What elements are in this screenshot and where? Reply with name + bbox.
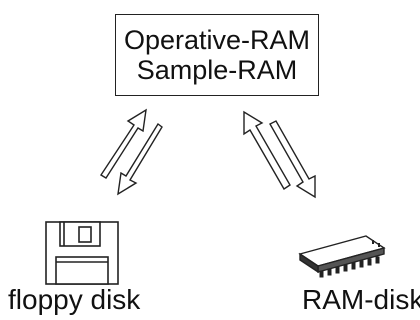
left-arrow-down — [117, 122, 163, 196]
right-double-arrow-icon — [243, 110, 316, 199]
right-arrow-up — [243, 110, 291, 190]
left-double-arrow-icon — [100, 108, 163, 196]
ram-box: Operative-RAM Sample-RAM — [115, 14, 319, 96]
floppy-disk-label: floppy disk — [8, 284, 141, 315]
right-arrow-down — [269, 120, 316, 199]
operative-ram-label: Operative-RAM — [123, 25, 311, 55]
ram-disk-label: RAM-disk — [302, 284, 420, 315]
left-arrow-up — [100, 108, 147, 179]
floppy-disk-icon — [45, 221, 119, 285]
memory-chip-icon — [298, 235, 386, 278]
sample-ram-label: Sample-RAM — [136, 55, 298, 85]
